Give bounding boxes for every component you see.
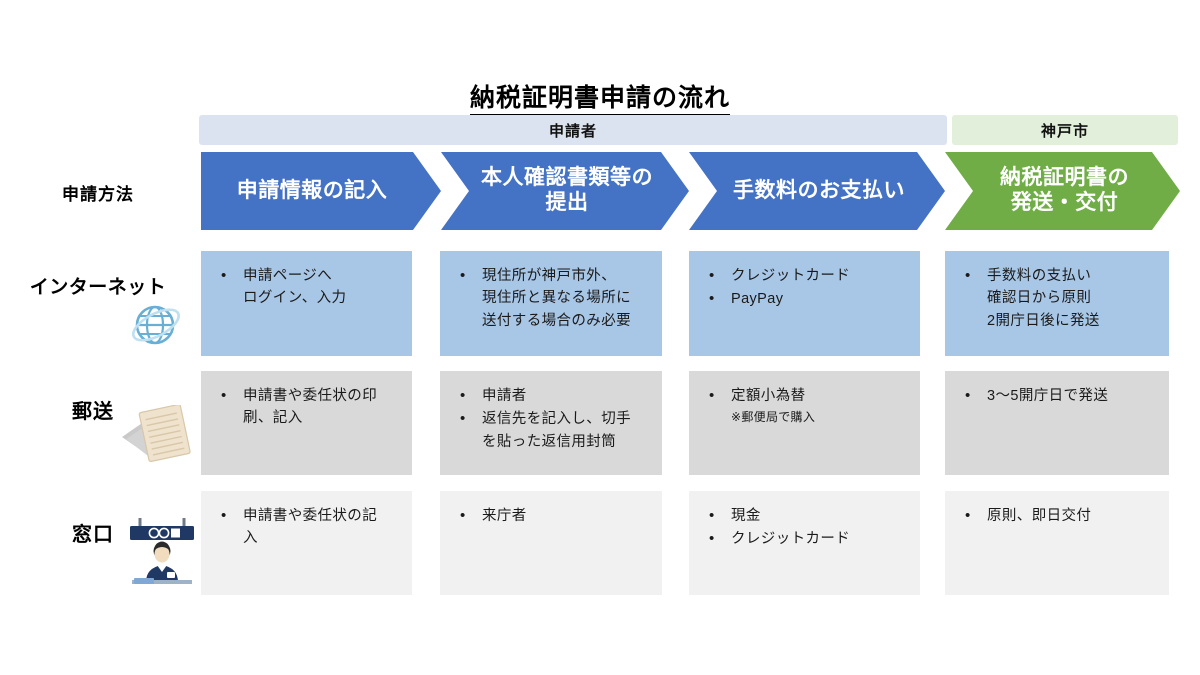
page-title: 納税証明書申請の流れ [0,78,1200,116]
owner-band-kobe-city: 神戸市 [952,115,1178,145]
process-step-1-label: 申請情報の記入 [236,178,388,202]
list-item: 申請ページへ ログイン、入力 [215,264,402,310]
owner-band-applicant: 申請者 [199,115,947,145]
service-counter-icon [126,512,198,599]
process-step-1: 申請情報の記入 [201,152,441,230]
cell-mail-step2: 申請者 返信先を記入し、切手 を貼った返信用封筒 [440,371,662,475]
process-step-2-label-line1: 本人確認書類等の [481,166,653,190]
process-step-4-label: 納税証明書の 発送・交付 [1000,166,1129,216]
owner-band-applicant-label: 申請者 [548,122,597,140]
globe-icon [128,297,184,358]
list-item: 申請者 [454,384,652,408]
cell-counter-step1: 申請書や委任状の記 入 [201,491,412,595]
list-item: 現住所が神戸市外、 現住所と異なる場所に 送付する場合のみ必要 [454,264,652,332]
process-step-2-label-line2: 提出 [545,191,589,214]
list-item: 手数料の支払い 確認日から原則 2開庁日後に発送 [959,264,1159,332]
list-item: PayPay [703,287,910,311]
row-label-counter: 窓口 [72,524,114,546]
list-item: 原則、即日交付 [959,504,1159,528]
cell-internet-step3: クレジットカード PayPay [689,251,920,356]
row-label-internet: インターネット [29,277,167,298]
process-step-3: 手数料のお支払い [689,152,945,230]
list-item: 申請書や委任状の印 刷、記入 [215,384,402,430]
list-item: 定額小為替 [703,384,910,408]
list-item: 来庁者 [454,504,652,528]
row-header-label: 申請方法 [62,185,134,204]
cell-mail-step1: 申請書や委任状の印 刷、記入 [201,371,412,475]
cell-mail-step3: 定額小為替 ※郵便局で購入 [689,371,920,475]
process-step-4-label-line2: 発送・交付 [1010,191,1119,214]
process-step-4: 納税証明書の 発送・交付 [945,152,1180,230]
cell-mail-step4: 3〜5開庁日で発送 [945,371,1169,475]
list-item: クレジットカード [703,527,910,551]
process-step-3-label: 手数料のお支払い [733,178,905,202]
list-item: 申請書や委任状の記 入 [215,504,402,550]
list-item: 3〜5開庁日で発送 [959,384,1159,408]
cell-internet-step4: 手数料の支払い 確認日から原則 2開庁日後に発送 [945,251,1169,356]
process-step-2: 本人確認書類等の 提出 [441,152,689,230]
cell-internet-step2: 現住所が神戸市外、 現住所と異なる場所に 送付する場合のみ必要 [440,251,662,356]
list-item: 現金 [703,504,910,528]
cell-counter-step4: 原則、即日交付 [945,491,1169,595]
cell-internet-step1: 申請ページへ ログイン、入力 [201,251,412,356]
row-label-mail: 郵送 [72,401,114,423]
owner-band-kobe-city-label: 神戸市 [1040,122,1089,140]
cell-mail-step3-note: ※郵便局で購入 [731,410,816,425]
process-step-4-label-line1: 納税証明書の [1000,166,1129,190]
cell-counter-step3: 現金 クレジットカード [689,491,920,595]
cell-counter-step2: 来庁者 [440,491,662,595]
list-item: クレジットカード [703,264,910,288]
list-item: 返信先を記入し、切手 を貼った返信用封筒 [454,407,652,453]
page-title-text: 納税証明書申請の流れ [469,84,730,116]
process-step-2-label: 本人確認書類等の 提出 [481,166,653,216]
envelope-documents-icon [118,403,196,472]
